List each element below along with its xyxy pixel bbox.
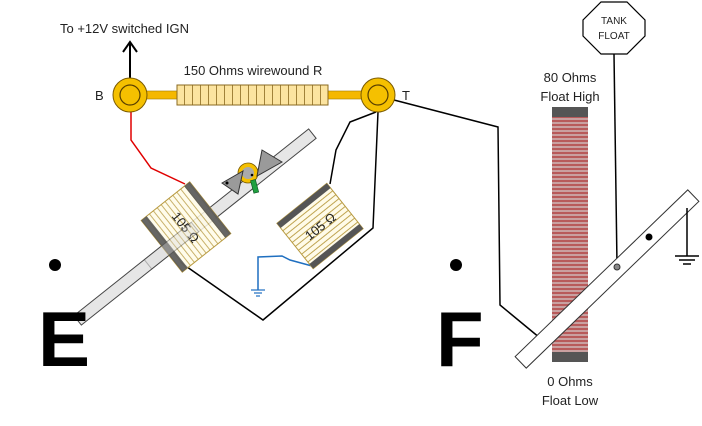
pointer-needle-left	[221, 170, 244, 195]
empty-mark: E	[38, 295, 90, 383]
empty-dot	[49, 259, 61, 271]
sender-low-state: Float Low	[542, 393, 599, 408]
full-mark: F	[436, 295, 484, 383]
float-rod-pivot	[613, 263, 621, 271]
sender-high-value: 80 Ohms	[544, 70, 597, 85]
right-coil: 105 Ω	[276, 182, 364, 270]
sender-low-value: 0 Ohms	[547, 374, 593, 389]
wire-t-to-sender	[393, 99, 541, 339]
pointer-needle-right	[256, 149, 283, 177]
terminal-b-label: B	[95, 88, 104, 103]
terminal-t	[360, 77, 396, 113]
arm-pivot-dot	[645, 233, 653, 241]
float-rod	[613, 53, 618, 266]
left-coil: 105 Ω	[140, 181, 232, 273]
red-wire	[130, 112, 186, 185]
chassis-ground-icon	[675, 255, 699, 265]
tank-float	[582, 1, 646, 55]
tank-float-line1: TANK	[601, 16, 627, 27]
series-resistor	[176, 84, 329, 106]
pointer-stop	[250, 179, 260, 194]
supply-arrow	[122, 40, 138, 80]
float-arm	[514, 189, 700, 369]
sender-high-state: Float High	[540, 89, 599, 104]
ground-icon	[251, 289, 265, 297]
terminal-b	[112, 77, 148, 113]
blue-wire	[257, 255, 313, 290]
pointer-pivot	[237, 162, 260, 194]
supply-label: To +12V switched IGN	[60, 21, 189, 36]
full-dot	[450, 259, 462, 271]
tank-float-line2: FLOAT	[598, 31, 629, 42]
series-resistor-label: 150 Ohms wirewound R	[184, 63, 323, 78]
wire-t-to-right-coil	[329, 111, 377, 185]
terminal-t-label: T	[402, 88, 410, 103]
wire-coils-return	[179, 111, 379, 321]
